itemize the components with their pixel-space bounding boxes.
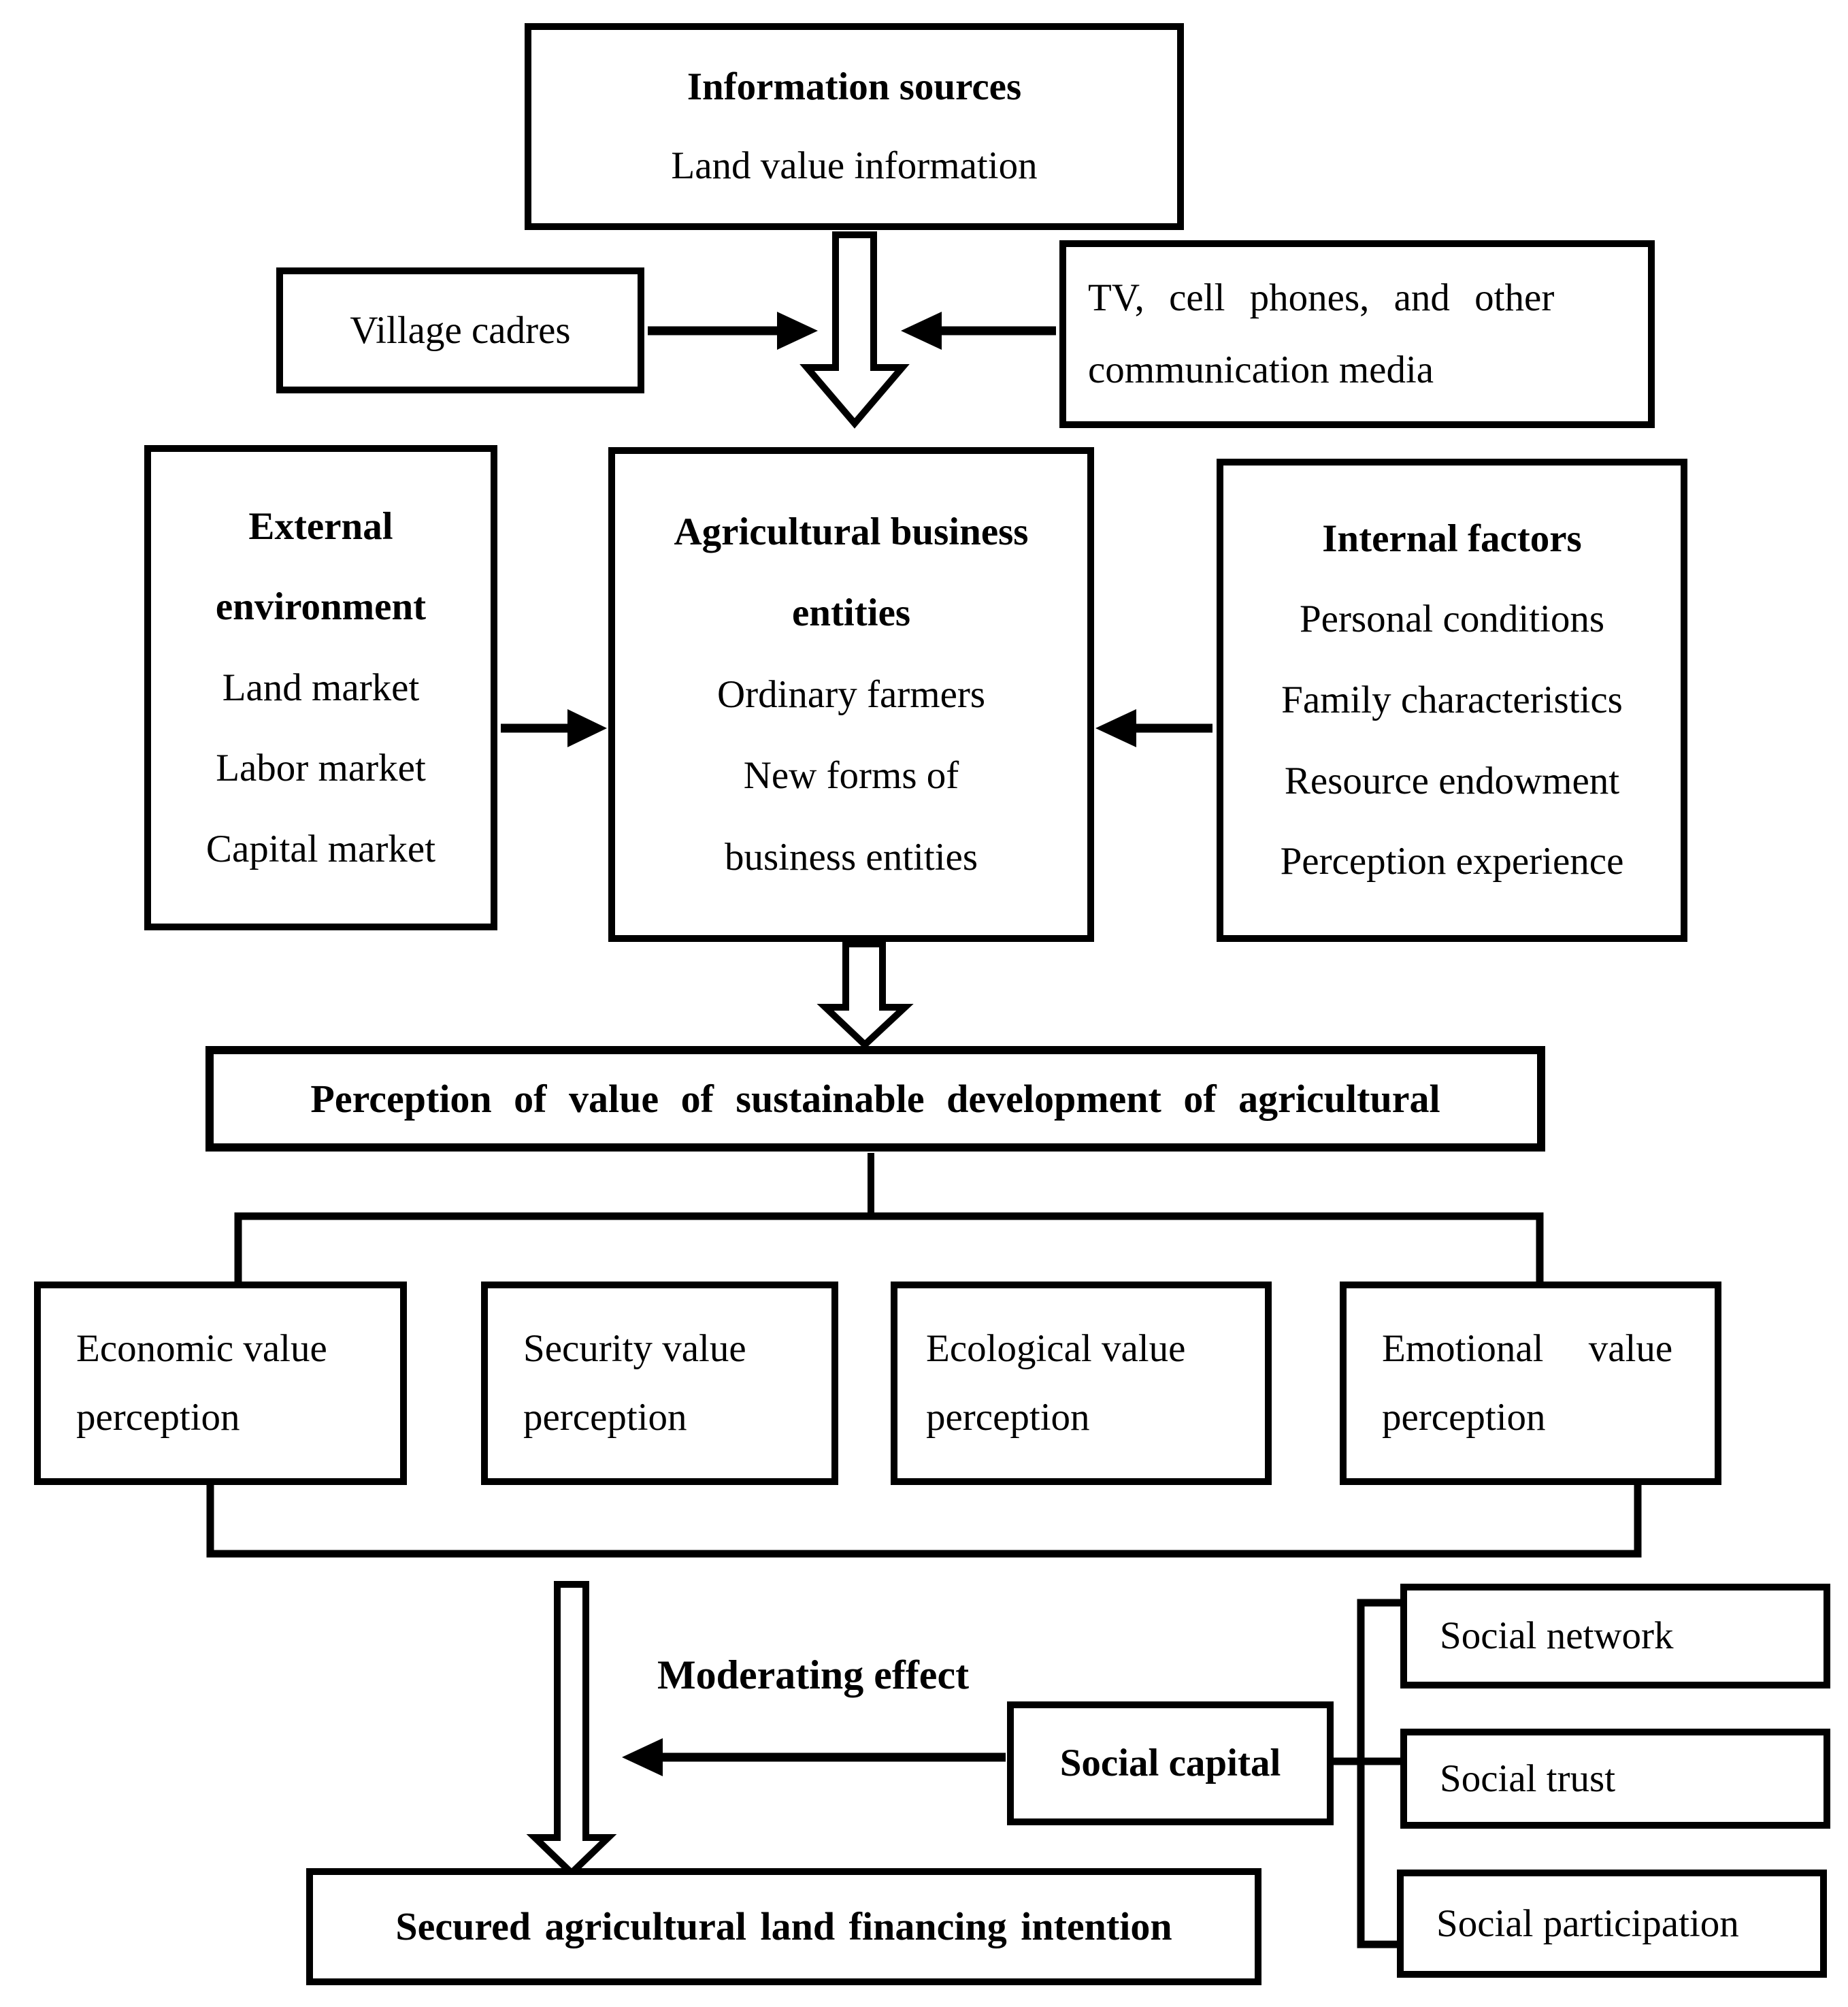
family-characteristics-label: Family characteristics	[1281, 678, 1623, 721]
ecological-value-line-2: perception	[926, 1396, 1090, 1439]
connector-top-split	[234, 1212, 1544, 1285]
arrow-internal-to-entities-icon	[1095, 709, 1212, 747]
security-value-perception-box: Security value perception	[481, 1282, 838, 1485]
perception-experience-label: Perception experience	[1280, 840, 1624, 883]
agricultural-business-entities-box: Agricultural business entities Ordinary …	[608, 447, 1094, 942]
connector-bottom-gather	[206, 1482, 1642, 1558]
ordinary-farmers-label: Ordinary farmers	[716, 672, 986, 716]
entities-title-1: Agricultural business	[674, 510, 1029, 553]
emotional-value-perception-box: Emotional value perception	[1340, 1282, 1721, 1485]
emotional-value-line-1: Emotional value	[1382, 1326, 1673, 1370]
security-value-line-2: perception	[523, 1396, 687, 1439]
land-market-label: Land market	[222, 666, 420, 709]
labor-market-label: Labor market	[216, 747, 426, 789]
connector-social-bracket	[1331, 1599, 1400, 1948]
hollow-down-arrow-icon-top	[799, 231, 910, 429]
social-capital-label: Social capital	[1059, 1742, 1281, 1784]
social-network-label: Social network	[1440, 1614, 1674, 1657]
emotional-value-line-2: perception	[1382, 1396, 1546, 1439]
village-cadres-box: Village cadres	[276, 267, 644, 393]
moderating-effect-label: Moderating effect	[657, 1652, 970, 1697]
communication-media-box: TV, cell phones, and other communication…	[1059, 240, 1655, 428]
arrow-social-capital-moderating-icon	[622, 1738, 1006, 1776]
social-participation-box: Social participation	[1397, 1870, 1827, 1978]
perception-of-value-label: Perception of value of sustainable devel…	[310, 1076, 1440, 1121]
ecological-value-perception-box: Ecological value perception	[891, 1282, 1272, 1485]
arrow-media-to-center-icon	[901, 312, 1056, 350]
perception-of-value-bar: Perception of value of sustainable devel…	[205, 1046, 1545, 1152]
social-participation-label: Social participation	[1436, 1902, 1739, 1945]
ecological-value-line-1: Ecological value	[926, 1326, 1186, 1370]
hollow-down-arrow-icon-middle	[816, 941, 914, 1049]
information-sources-box: Information sources Land value informati…	[525, 23, 1184, 230]
business-entities-label: business entities	[724, 835, 978, 879]
arrow-village-to-center-icon	[648, 312, 818, 350]
internal-factors-title: Internal factors	[1322, 517, 1582, 560]
economic-value-perception-box: Economic value perception	[34, 1282, 407, 1485]
economic-value-line-2: perception	[76, 1396, 240, 1439]
economic-value-line-1: Economic value	[76, 1326, 327, 1370]
capital-market-label: Capital market	[205, 827, 436, 870]
hollow-down-arrow-icon-bottom	[526, 1581, 617, 1878]
media-line-1: TV, cell phones, and other	[1088, 276, 1555, 319]
land-value-information-label: Land value information	[671, 144, 1038, 187]
arrow-external-to-entities-icon	[501, 709, 607, 747]
social-capital-box: Social capital	[1007, 1701, 1334, 1825]
security-value-line-1: Security value	[523, 1326, 746, 1370]
social-network-box: Social network	[1400, 1584, 1830, 1688]
media-line-2: communication media	[1088, 348, 1434, 391]
social-trust-box: Social trust	[1400, 1729, 1830, 1829]
resource-endowment-label: Resource endowment	[1284, 759, 1620, 802]
social-trust-label: Social trust	[1440, 1757, 1616, 1800]
external-title-1: External	[248, 504, 393, 548]
village-cadres-label: Village cadres	[350, 308, 571, 352]
external-title-2: environment	[215, 585, 427, 628]
personal-conditions-label: Personal conditions	[1299, 598, 1605, 641]
secured-financing-intention-box: Secured agricultural land financing inte…	[306, 1868, 1261, 1985]
external-environment-box: External environment Land market Labor m…	[144, 445, 497, 930]
internal-factors-box: Internal factors Personal conditions Fam…	[1217, 459, 1687, 942]
secured-financing-intention-label: Secured agricultural land financing inte…	[395, 1904, 1172, 1948]
information-sources-title: Information sources	[687, 65, 1022, 109]
entities-title-2: entities	[791, 591, 911, 634]
new-forms-label: New forms of	[743, 754, 959, 797]
